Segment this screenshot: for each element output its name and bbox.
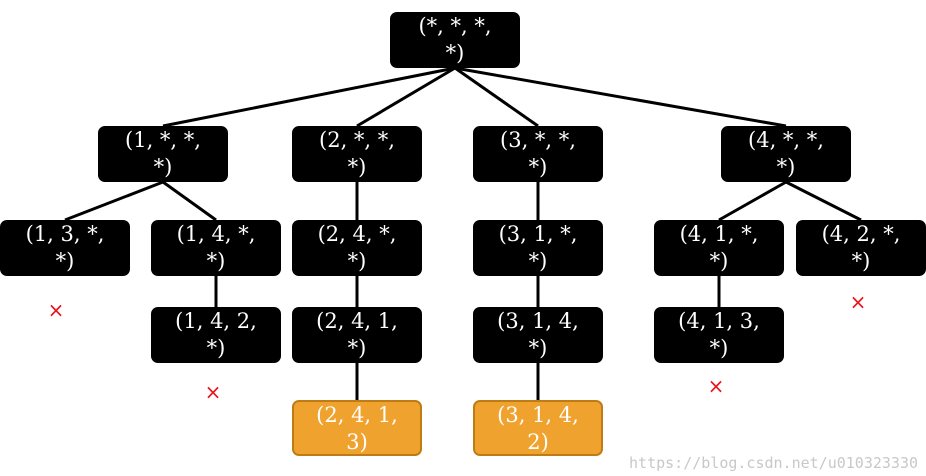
dead-end-mark-4-2: ×	[849, 290, 867, 314]
node-label-line1: (2, *, *,	[319, 128, 395, 152]
node-label-line2: 3)	[346, 430, 368, 454]
node-label-line1: (4, *, *,	[748, 128, 824, 152]
node-label-line1: (1, 4, 2,	[175, 309, 257, 333]
node-label-line1: (2, 4, *,	[317, 222, 397, 246]
tree-node-1-3: (1, 3, *, *)	[0, 220, 130, 276]
tree-node-4-1: (4, 1, *, *)	[654, 220, 784, 276]
tree-node-3: (3, *, *, *)	[473, 126, 603, 182]
edge-n1-n14	[162, 180, 217, 222]
node-label-line2: *)	[528, 249, 548, 273]
edge-n1-n13	[64, 180, 164, 222]
edge-n4-n42	[785, 180, 862, 222]
node-label-line1: (3, *, *,	[500, 128, 576, 152]
edge-root-n4	[454, 66, 787, 128]
node-label-line1: (3, 1, 4,	[497, 403, 579, 427]
tree-node-3-1-4: (3, 1, 4, *)	[473, 307, 603, 363]
node-label-line2: *)	[445, 41, 465, 65]
tree-node-2-4-1: (2, 4, 1, *)	[292, 307, 422, 363]
node-label-line2: *)	[347, 155, 367, 179]
solution-node-2-4-1-3: (2, 4, 1, 3)	[292, 400, 422, 456]
node-label-line1: (3, 1, 4,	[497, 309, 579, 333]
node-label-line1: (4, 2, *,	[821, 222, 901, 246]
tree-node-4: (4, *, *, *)	[721, 126, 851, 182]
node-label-line1: (1, 3, *,	[25, 222, 105, 246]
node-label-line1: (4, 1, 3,	[678, 309, 760, 333]
node-label-line1: (1, *, *,	[125, 128, 201, 152]
node-label-line1: (2, 4, 1,	[316, 309, 398, 333]
edge-root-n3	[454, 66, 539, 128]
node-label-line2: *)	[206, 249, 226, 273]
node-label-line2: *)	[55, 249, 75, 273]
tree-node-1-4-2: (1, 4, 2, *)	[151, 307, 281, 363]
dead-end-mark-1-3: ×	[47, 298, 65, 322]
node-label-line2: *)	[347, 336, 367, 360]
dead-end-mark-1-4-2: ×	[204, 380, 222, 404]
node-label-line2: *)	[153, 155, 173, 179]
node-label-line1: (*, *, *,	[418, 14, 492, 38]
dead-end-mark-4-1-3: ×	[707, 374, 725, 398]
edge-root-n1	[162, 66, 456, 128]
edge-n4-n41	[718, 180, 787, 222]
node-label-line1: (4, 1, *,	[679, 222, 759, 246]
tree-node-1: (1, *, *, *)	[98, 126, 228, 182]
watermark-url: https://blog.csdn.net/u010323330	[629, 454, 918, 472]
node-label-line2: *)	[206, 336, 226, 360]
node-label-line1: (1, 4, *,	[176, 222, 256, 246]
tree-node-4-2: (4, 2, *, *)	[796, 220, 926, 276]
node-label-line1: (2, 4, 1,	[316, 403, 398, 427]
node-label-line2: *)	[709, 249, 729, 273]
node-label-line2: *)	[347, 249, 367, 273]
edge-root-n2	[356, 66, 456, 128]
node-label-line2: *)	[528, 336, 548, 360]
node-label-line2: 2)	[527, 430, 549, 454]
tree-node-3-1: (3, 1, *, *)	[473, 220, 603, 276]
tree-node-2-4: (2, 4, *, *)	[292, 220, 422, 276]
tree-node-2: (2, *, *, *)	[292, 126, 422, 182]
node-label-line1: (3, 1, *,	[498, 222, 578, 246]
node-label-line2: *)	[776, 155, 796, 179]
node-label-line2: *)	[851, 249, 871, 273]
solution-node-3-1-4-2: (3, 1, 4, 2)	[473, 400, 603, 456]
tree-node-root: (*, *, *, *)	[390, 12, 520, 68]
tree-node-4-1-3: (4, 1, 3, *)	[654, 307, 784, 363]
tree-node-1-4: (1, 4, *, *)	[151, 220, 281, 276]
node-label-line2: *)	[528, 155, 548, 179]
node-label-line2: *)	[709, 336, 729, 360]
